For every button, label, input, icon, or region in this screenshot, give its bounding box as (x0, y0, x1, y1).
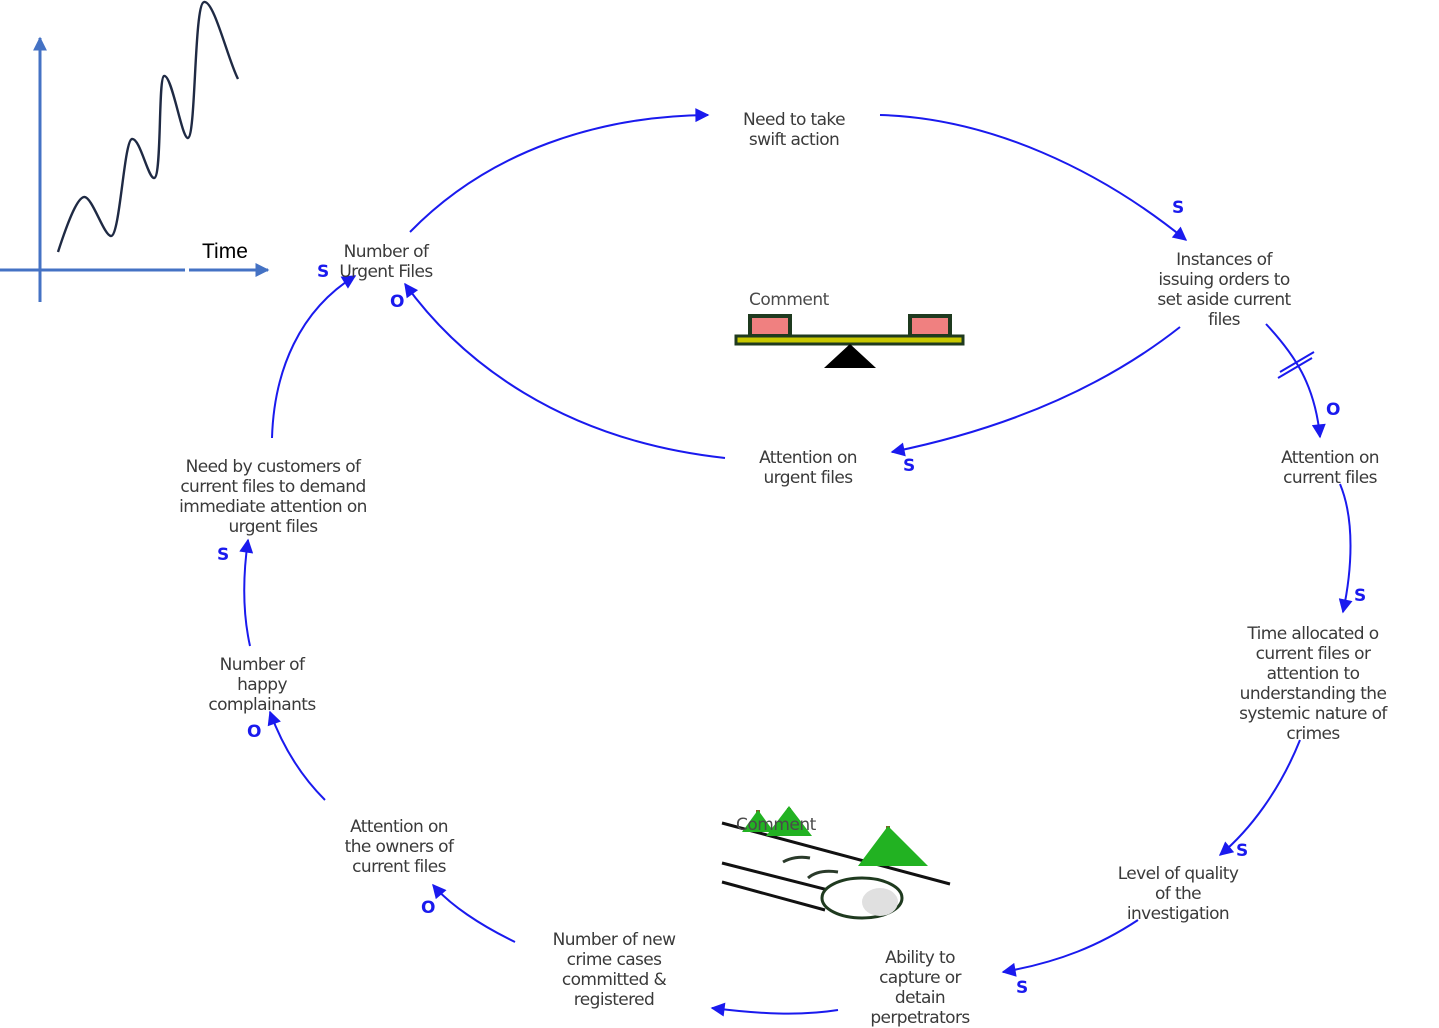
node-urgent-files[interactable]: Number of Urgent Files (339, 242, 433, 282)
link-issuing-to-attn-current[interactable] (1265, 323, 1326, 439)
link-issuing-to-attn-urgent[interactable] (890, 326, 1181, 457)
inset-behaviour-curve (56, 0, 240, 253)
inset-x-axis-label: Time (202, 240, 248, 263)
polarity-swift-issuing: S (1172, 198, 1185, 218)
link-attn-current-to-time[interactable] (1338, 483, 1353, 614)
links (239, 108, 1353, 1017)
polarity-quality-ability: S (1016, 978, 1029, 998)
node-attn-urgent[interactable]: Attention on urgent files (759, 448, 857, 488)
link-ability-to-new-cases[interactable] (710, 1002, 839, 1017)
reinforcing-loop-comment: Comment (736, 815, 816, 835)
node-time-allocated[interactable]: Time allocated o current files or attent… (1239, 624, 1387, 744)
node-new-cases[interactable]: Number of new crime cases committed & re… (552, 930, 676, 1010)
seesaw-icon (734, 314, 965, 368)
snowball-icon (721, 806, 951, 920)
link-attn-urgent-to-urgent[interactable] (404, 282, 726, 459)
link-urgent-to-swift[interactable] (409, 108, 710, 233)
link-attn-owners-to-happy[interactable] (267, 710, 326, 801)
delay-mark-icon (1277, 351, 1315, 379)
polarity-time-quality: S (1236, 841, 1249, 861)
node-issuing-orders[interactable]: Instances of issuing orders to set aside… (1157, 250, 1291, 330)
link-demand-to-urgent[interactable] (271, 275, 357, 439)
link-time-to-quality[interactable] (1218, 739, 1301, 856)
polarity-happy-demand: S (217, 545, 230, 565)
node-quality[interactable]: Level of quality of the investigation (1117, 864, 1239, 924)
polarity-issuing-attn-urgent: S (903, 456, 916, 476)
polarity-attn-current-time: S (1354, 586, 1367, 606)
polarity-issuing-attn-current: O (1326, 400, 1341, 420)
tree-icon (742, 806, 928, 866)
polarity-attn-owners-happy: O (247, 722, 262, 742)
inset-behaviour-graph (0, 0, 270, 302)
node-happy-complainants[interactable]: Number of happy complainants (208, 655, 316, 715)
balancing-loop-comment: Comment (749, 290, 829, 310)
link-quality-to-ability[interactable] (1001, 919, 1139, 977)
polarity-demand-urgent: S (317, 262, 330, 282)
link-swift-to-issuing[interactable] (879, 114, 1188, 241)
polarity-attn-urgent-urgent: O (390, 292, 405, 312)
polarity-new-cases-attn-owners: O (421, 898, 436, 918)
node-attn-current[interactable]: Attention on current files (1281, 448, 1379, 488)
link-new-cases-to-attn-owners[interactable] (432, 883, 516, 943)
node-customer-demand[interactable]: Need by customers of current files to de… (179, 457, 367, 537)
link-happy-to-demand[interactable] (239, 538, 254, 647)
node-ability-capture[interactable]: Ability to capture or detain perpetrator… (870, 948, 970, 1028)
node-swift-action[interactable]: Need to take swift action (743, 110, 845, 150)
node-attn-owners[interactable]: Attention on the owners of current files (344, 817, 454, 877)
